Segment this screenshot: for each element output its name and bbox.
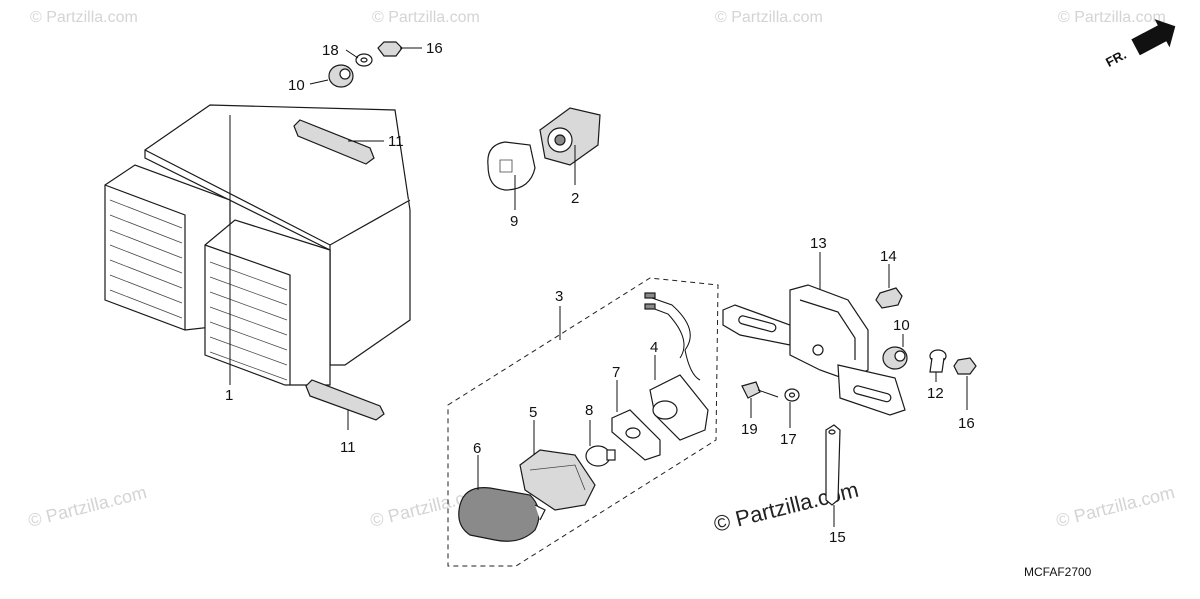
washer-17 [784,388,800,402]
callout-10-right: 10 [893,317,910,334]
nut-14 [875,287,903,309]
callout-7: 7 [612,364,620,381]
callout-3: 3 [555,288,563,305]
callout-18: 18 [322,42,339,59]
collar [929,349,947,373]
watermark: © Partzilla.com [372,9,480,26]
gasket [611,409,661,461]
callout-15: 15 [829,529,846,546]
watermark: © Partzilla.com [30,9,138,26]
diagram-code: MCFAF2700 [1024,565,1092,579]
bulb-wedge [487,141,536,191]
callout-5: 5 [529,404,537,421]
license-light-socket [644,292,709,441]
callout-numbers: 1 2 3 4 5 6 7 8 9 10 10 11 11 12 13 14 1… [225,40,975,546]
front-arrow-icon [1131,19,1176,56]
nut-top [377,41,403,57]
watermark: © Partzilla.com [1054,482,1177,531]
callout-11-upper: 11 [388,133,404,150]
callout-16-right: 16 [958,415,975,432]
license-light-assembly-box [447,277,719,567]
taillight-assembly [104,104,411,386]
light-housing [519,449,596,511]
bolt [741,381,779,399]
callout-12: 12 [927,385,944,402]
callout-2: 2 [571,190,579,207]
callout-14: 14 [880,248,897,265]
callout-9: 9 [510,213,518,230]
callout-11-lower: 11 [340,439,356,456]
watermark: © Partzilla.com [1058,9,1166,26]
license-bracket [722,284,906,416]
bulb-socket [539,107,601,166]
watermark: © Partzilla.com [26,482,149,531]
cable-clamp [825,424,841,506]
callout-13: 13 [810,235,827,252]
nut-right [953,357,977,375]
leader-lines [229,47,968,527]
callout-4: 4 [650,339,658,356]
seal-strip-upper [293,119,375,165]
callout-6: 6 [473,440,481,457]
callout-1: 1 [225,387,233,404]
callout-17: 17 [780,431,797,448]
grommet-right [882,346,908,370]
callout-8: 8 [585,402,593,419]
watermark: © Partzilla.com [715,9,823,26]
callout-16-top: 16 [426,40,443,57]
seal-strip-lower [305,379,385,421]
front-label: FR. [1103,47,1129,70]
callout-10-top: 10 [288,77,305,94]
callout-19: 19 [741,421,758,438]
license-bulb [585,445,616,467]
grommet-top [328,64,354,88]
washer-top [355,53,373,67]
license-lens [458,487,546,542]
